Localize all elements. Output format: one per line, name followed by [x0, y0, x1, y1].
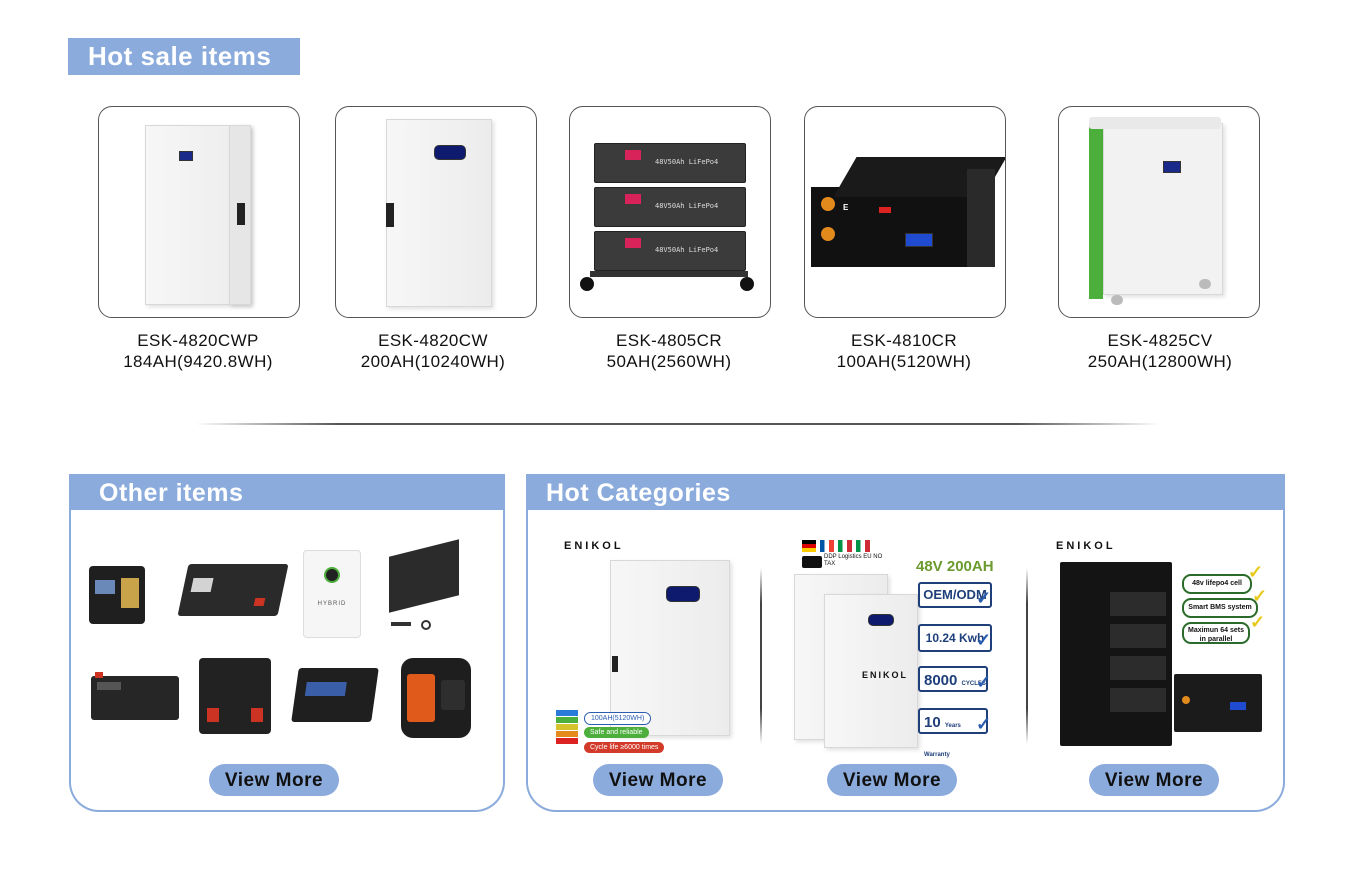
golf-cart-battery-image[interactable]: [199, 658, 271, 734]
category-separator: [760, 568, 762, 744]
warranty-badge: 10 Years Warranty: [918, 708, 988, 758]
italy-flag-icon: [856, 540, 870, 552]
cycle-life-pill: Cycle life ≥6000 times: [584, 742, 665, 753]
lcd-display-icon: [434, 145, 466, 160]
hot-sale-title: Hot sale items: [68, 38, 300, 75]
category-2-view-more-button[interactable]: View More: [827, 764, 957, 796]
green-side-panel: [1089, 123, 1103, 299]
lcd-display-icon: [1163, 161, 1181, 173]
other-items-panel: Other items HYBRID View More: [69, 474, 505, 812]
truck-icon: [802, 556, 822, 568]
product-caption: ESK-4810CR 100AH(5120WH): [784, 330, 1024, 372]
product-caption: ESK-4820CWP 184AH(9420.8WH): [78, 330, 318, 372]
lifepo4-battery-image[interactable]: [91, 672, 179, 720]
hot-categories-panel: Hot Categories ENIKOL 100AH(5120WH) Safe…: [526, 474, 1285, 812]
lcd-display-icon: [905, 233, 933, 247]
checkmark-icon: ✓: [976, 672, 992, 692]
lcd-display-icon: [666, 586, 700, 602]
wheel-icon: [1111, 295, 1123, 305]
italy-flag-icon: [838, 540, 852, 552]
category-separator: [1026, 568, 1028, 744]
product-card-esk-4825cv[interactable]: [1058, 106, 1260, 318]
logistics-note: DDP Logistics EU NO TAX: [824, 554, 883, 567]
product-card-esk-4820cwp[interactable]: [98, 106, 300, 318]
power-switch-icon: [879, 207, 891, 213]
brand-logo: ENIKOL: [862, 670, 909, 680]
kwh-badge: 10.24 Kwh: [918, 624, 992, 652]
product-capacity: 250AH(12800WH): [1087, 352, 1233, 371]
category-3-view-more-button[interactable]: View More: [1089, 764, 1219, 796]
product-model: ESK-4810CR: [850, 331, 958, 350]
checkmark-icon: ✓: [1248, 562, 1264, 582]
oem-odm-badge: OEM/ODM: [918, 582, 992, 608]
product-model: ESK-4820CW: [378, 331, 488, 350]
product-model: ESK-4820CWP: [137, 331, 259, 350]
product-card-esk-4820cw[interactable]: [335, 106, 537, 318]
terminal-icon: [821, 197, 835, 211]
wheel-icon: [580, 277, 594, 291]
section-divider: [195, 423, 1160, 425]
brand-logo: ENIKOL: [1056, 540, 1116, 552]
lcd-display-icon: [868, 614, 894, 626]
battery-cabinet-image[interactable]: [1060, 562, 1172, 746]
spec-bms: Smart BMS system: [1182, 598, 1258, 618]
checkmark-icon: ✓: [976, 714, 992, 734]
spec-parallel: Maximun 64 sets in parallel: [1182, 622, 1250, 644]
checkmark-icon: ✓: [1250, 612, 1266, 632]
germany-flag-icon: [802, 540, 816, 552]
product-model: ESK-4805CR: [615, 331, 723, 350]
checkmark-icon: ✓: [976, 630, 992, 650]
product-capacity: 100AH(5120WH): [836, 352, 972, 371]
product-caption: ESK-4805CR 50AH(2560WH): [549, 330, 789, 372]
spec-cell: 48v lifepo4 cell: [1182, 574, 1252, 594]
other-items-title: Other items: [69, 474, 505, 510]
other-items-view-more-button[interactable]: View More: [209, 764, 339, 796]
product-capacity: 184AH(9420.8WH): [123, 352, 273, 371]
product-caption: ESK-4825CV 250AH(12800WH): [1040, 330, 1280, 372]
brand-logo: ENIKOL: [564, 540, 624, 552]
product-card-esk-4805cr[interactable]: 48V50Ah LiFePo4 48V50Ah LiFePo4 48V50Ah …: [569, 106, 771, 318]
wheel-icon: [1199, 279, 1211, 289]
capacity-pill: 100AH(5120WH): [584, 712, 652, 725]
checkmark-icon: ✓: [1252, 586, 1268, 606]
product-caption: ESK-4820CW 200AH(10240WH): [313, 330, 553, 372]
rack-module-image: 48V50Ah LiFePo4: [594, 143, 746, 183]
product-model: ESK-4825CV: [1107, 331, 1213, 350]
rack-module-image: 48V50Ah LiFePo4: [594, 187, 746, 227]
lithium-battery-pack-image[interactable]: [177, 564, 289, 616]
headline-spec: 48V 200AH: [916, 558, 994, 575]
deep-cycle-battery-image[interactable]: [291, 668, 379, 722]
portable-generator-image[interactable]: [401, 658, 471, 738]
rack-battery-image[interactable]: [1174, 674, 1262, 732]
product-capacity: 200AH(10240WH): [360, 352, 506, 371]
category-1-view-more-button[interactable]: View More: [593, 764, 723, 796]
france-flag-icon: [820, 540, 834, 552]
cycles-badge: 8000 CYCLES: [918, 666, 988, 692]
terminal-icon: [821, 227, 835, 241]
portable-power-station-image[interactable]: [89, 566, 145, 624]
hybrid-inverter-image[interactable]: HYBRID: [303, 550, 361, 638]
rack-module-image: 48V50Ah LiFePo4: [594, 231, 746, 271]
wall-battery-image[interactable]: [824, 594, 918, 748]
product-card-esk-4810cr[interactable]: E: [804, 106, 1006, 318]
safety-pill: Safe and reliable: [584, 727, 649, 738]
hot-categories-title: Hot Categories: [526, 474, 1285, 510]
vertical-battery-image: [1103, 123, 1223, 295]
wheel-icon: [740, 277, 754, 291]
accessory-cables-icon: [391, 620, 447, 630]
battery-level-icon: [556, 710, 578, 752]
checkmark-icon: ✓: [976, 588, 992, 608]
folding-solar-panel-image[interactable]: [389, 539, 459, 613]
lcd-display-icon: [179, 151, 193, 161]
product-capacity: 50AH(2560WH): [606, 352, 732, 371]
rack-battery-image: [811, 187, 967, 267]
